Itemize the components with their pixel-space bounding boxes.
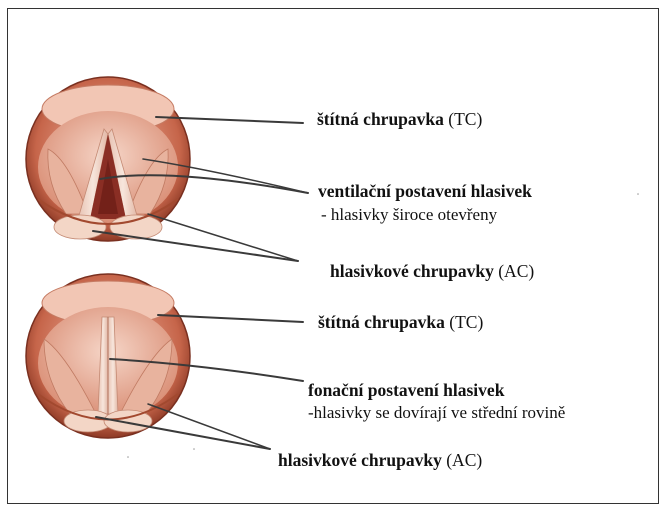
label-normal: (AC) — [442, 450, 482, 470]
label-bold: fonační postavení hlasivek — [308, 380, 504, 400]
label-normal: (AC) — [494, 261, 534, 281]
larynx-illustration — [8, 9, 660, 505]
speck — [637, 193, 639, 195]
leader-ac-bottom-2 — [148, 404, 270, 449]
larynx-open-view — [26, 77, 190, 241]
label-ventilation-note: - hlasivky široce otevřeny — [321, 205, 497, 225]
label-bold: štítná chrupavka — [318, 312, 445, 332]
arytenoid-left — [54, 215, 106, 239]
figure-frame: štítná chrupavka (TC) ventilační postave… — [7, 8, 659, 504]
label-normal: -hlasivky se dovírají ve střední rovině — [308, 403, 565, 422]
speck — [127, 456, 129, 458]
label-thyroid-cartilage-bottom: štítná chrupavka (TC) — [318, 312, 483, 332]
label-ventilation-position: ventilační postavení hlasivek — [318, 181, 532, 201]
label-bold: štítná chrupavka — [317, 109, 444, 129]
label-arytenoid-bottom: hlasivkové chrupavky (AC) — [278, 450, 482, 470]
label-arytenoid-top: hlasivkové chrupavky (AC) — [330, 261, 534, 281]
label-phonation-position: fonační postavení hlasivek — [308, 380, 504, 400]
label-bold: hlasivkové chrupavky — [330, 261, 494, 281]
label-bold: ventilační postavení hlasivek — [318, 181, 532, 201]
speck — [193, 448, 195, 450]
label-normal: (TC) — [444, 109, 482, 129]
label-phonation-note: -hlasivky se dovírají ve střední rovině — [308, 403, 565, 423]
larynx-closed-view — [26, 274, 190, 438]
label-thyroid-cartilage-top: štítná chrupavka (TC) — [317, 109, 482, 129]
label-bold: hlasivkové chrupavky — [278, 450, 442, 470]
leader-ac-top-2 — [148, 214, 298, 261]
label-normal: - hlasivky široce otevřeny — [321, 205, 497, 224]
leader-ac-top — [93, 231, 298, 261]
label-normal: (TC) — [445, 312, 483, 332]
